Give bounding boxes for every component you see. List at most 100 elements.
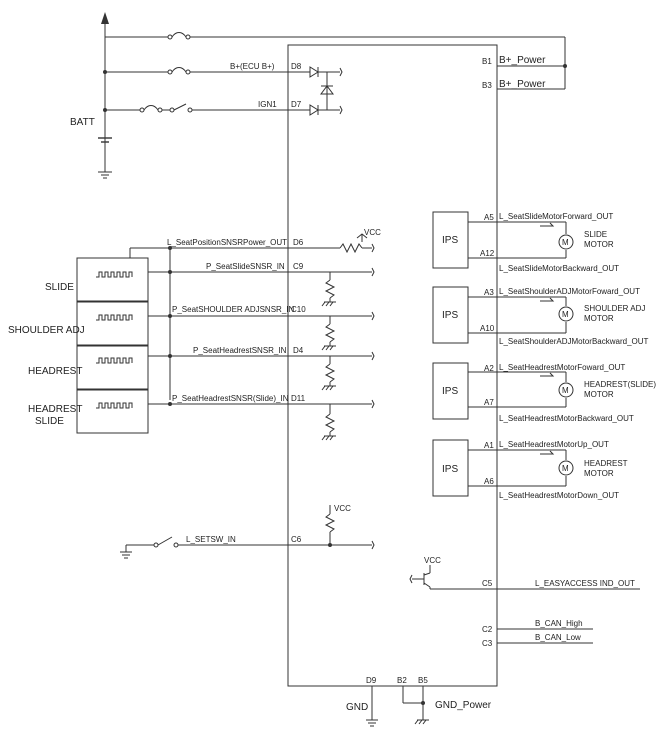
vcc-easy-access: VCC bbox=[424, 556, 441, 565]
gnd-power-label: GND_Power bbox=[435, 700, 492, 711]
motor-name-shoulder-1: SHOULDER ADJ bbox=[584, 304, 645, 313]
ips-block-shoulder bbox=[432, 286, 469, 344]
sensor-input-lines bbox=[148, 267, 375, 409]
net-sensor-power: L_SeatPositionSNSRPower_OUT bbox=[167, 238, 287, 247]
net-slide-fwd: L_SeatSlideMotorForward_OUT bbox=[499, 212, 613, 221]
ips-label-shoulder: IPS bbox=[442, 310, 458, 321]
can-lines bbox=[497, 628, 593, 644]
pin-c10: C10 bbox=[291, 305, 306, 314]
pin-a3: A3 bbox=[484, 288, 494, 297]
gnd-label: GND bbox=[346, 702, 368, 713]
motor-icon-headrest-slide bbox=[558, 382, 574, 398]
net-shoulder-snsr: P_SeatSHOULDER ADJSNSR_IN bbox=[172, 305, 294, 314]
net-slide-back: L_SeatSlideMotorBackward_OUT bbox=[499, 264, 619, 273]
motor-symbol-shoulder: M bbox=[562, 310, 569, 319]
motor-name-headrest-slide-2: MOTOR bbox=[584, 390, 614, 399]
net-shoulder-back: L_SeatShoulderADJMotorBackward_OUT bbox=[499, 337, 649, 346]
pin-d6: D6 bbox=[293, 238, 304, 247]
net-ecu-b-plus: B+(ECU B+) bbox=[230, 62, 275, 71]
sensor-label-headrest-slide-a: HEADREST bbox=[28, 404, 82, 415]
pin-b2: B2 bbox=[397, 676, 407, 685]
net-headrest-down: L_SeatHeadrestMotorDown_OUT bbox=[499, 491, 619, 500]
pin-a5: A5 bbox=[484, 213, 494, 222]
motor-name-headrest-slide-1: HEADREST(SLIDE) bbox=[584, 380, 656, 389]
pin-b3: B3 bbox=[482, 81, 492, 90]
pin-a12: A12 bbox=[480, 249, 495, 258]
pin-c3: C3 bbox=[482, 639, 493, 648]
net-can-high: B_CAN_High bbox=[535, 619, 583, 628]
pin-b1: B1 bbox=[482, 57, 492, 66]
setsw-circuit bbox=[120, 505, 375, 559]
net-headrest-snsr: P_SeatHeadrestSNSR_IN bbox=[193, 346, 287, 355]
motor-group-headrest bbox=[432, 439, 574, 497]
batt-label: BATT bbox=[70, 117, 95, 128]
motor-name-slide-2: MOTOR bbox=[584, 240, 614, 249]
net-b1-power: B+_Power bbox=[499, 55, 546, 66]
motor-symbol-slide: M bbox=[562, 238, 569, 247]
sensor-block-shoulder bbox=[76, 301, 149, 346]
net-b3-power: B+_Power bbox=[499, 79, 546, 90]
sensor-label-headrest: HEADREST bbox=[28, 366, 82, 377]
sensor-label-headrest-slide-b: SLIDE bbox=[35, 416, 64, 427]
sensor-block-headrest-slide bbox=[76, 389, 149, 434]
ips-block-headrest bbox=[432, 439, 469, 497]
motor-name-shoulder-2: MOTOR bbox=[584, 314, 614, 323]
ign-switch-icon bbox=[173, 103, 187, 111]
motor-icon-headrest bbox=[558, 460, 574, 476]
sensor-label-slide: SLIDE bbox=[45, 282, 74, 293]
motor-group-slide bbox=[432, 211, 574, 269]
pin-d7: D7 bbox=[291, 100, 302, 109]
motor-name-slide-1: SLIDE bbox=[584, 230, 607, 239]
pin-a1: A1 bbox=[484, 441, 494, 450]
net-headrest-slide-back: L_SeatHeadrestMotorBackward_OUT bbox=[499, 414, 634, 423]
sensor-block-headrest bbox=[76, 345, 149, 390]
vcc-setsw: VCC bbox=[334, 504, 351, 513]
motor-symbol-headrest-slide: M bbox=[562, 386, 569, 395]
pin-a6: A6 bbox=[484, 477, 494, 486]
sensor-label-headrest-slide: HEADREST SLIDE bbox=[28, 404, 85, 427]
pulldown-resistors bbox=[321, 272, 336, 441]
vcc-sensor: VCC bbox=[364, 228, 381, 237]
net-can-low: B_CAN_Low bbox=[535, 633, 581, 642]
pin-c5: C5 bbox=[482, 579, 493, 588]
ecu-b-plus-line bbox=[103, 66, 343, 78]
pin-a10: A10 bbox=[480, 324, 495, 333]
sensor-label-shoulder: SHOULDER ADJ bbox=[8, 325, 85, 336]
net-ign1: IGN1 bbox=[258, 100, 277, 109]
net-slide-snsr: P_SeatSlideSNSR_IN bbox=[206, 262, 285, 271]
diode-icon bbox=[320, 72, 334, 110]
motor-icon-shoulder bbox=[558, 306, 574, 322]
set-switch-icon bbox=[157, 536, 173, 546]
motor-group-shoulder bbox=[432, 286, 574, 344]
ips-block-slide bbox=[432, 211, 469, 269]
net-setsw: L_SETSW_IN bbox=[186, 535, 236, 544]
battery-rail: BATT bbox=[70, 12, 112, 179]
pin-c9: C9 bbox=[293, 262, 304, 271]
ips-label-slide: IPS bbox=[442, 235, 458, 246]
pin-a2: A2 bbox=[484, 364, 494, 373]
rail-arrow-icon bbox=[101, 12, 109, 24]
net-headrest-slide-snsr: P_SeatHeadrestSNSR(Slide)_IN bbox=[172, 394, 289, 403]
pin-d4: D4 bbox=[293, 346, 304, 355]
net-headrest-up: L_SeatHeadrestMotorUp_OUT bbox=[499, 440, 609, 449]
net-easy-access: L_EASYACCESS IND_OUT bbox=[535, 579, 635, 588]
motor-symbol-headrest: M bbox=[562, 464, 569, 473]
pin-c6: C6 bbox=[291, 535, 302, 544]
pin-a7: A7 bbox=[484, 398, 494, 407]
ips-label-headrest-slide: IPS bbox=[442, 386, 458, 397]
pin-d11: D11 bbox=[291, 394, 306, 403]
ign-line bbox=[103, 103, 343, 116]
easy-access-circuit bbox=[409, 565, 640, 590]
pin-b5: B5 bbox=[418, 676, 428, 685]
ground-lines bbox=[366, 686, 429, 727]
net-headrest-slide-fwd: L_SeatHeadrestMotorFoward_OUT bbox=[499, 363, 625, 372]
b-plus-power-line bbox=[105, 32, 567, 90]
motor-name-headrest-2: MOTOR bbox=[584, 469, 614, 478]
ips-block-headrest-slide bbox=[432, 362, 469, 420]
pin-c2: C2 bbox=[482, 625, 493, 634]
motor-icon-slide bbox=[558, 234, 574, 250]
motor-group-headrest-slide bbox=[432, 362, 574, 420]
net-shoulder-fwd: L_SeatShoulderADJMotorFoward_OUT bbox=[499, 287, 640, 296]
ips-label-headrest: IPS bbox=[442, 464, 458, 475]
